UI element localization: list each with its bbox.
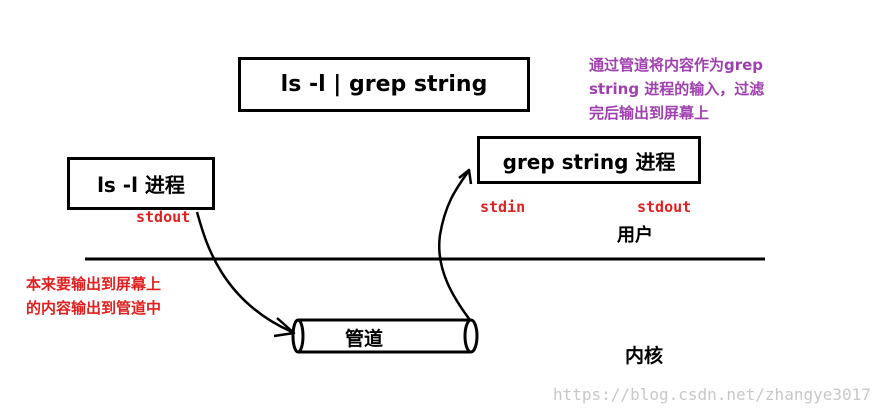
note-line: 本来要输出到屏幕上: [26, 275, 162, 293]
note-line: 通过管道将内容作为grep: [589, 56, 764, 74]
ls-stdout-label: stdout: [136, 208, 191, 226]
grep-process-box: grep string 进程: [477, 136, 701, 184]
stdout-redirect-note: 本来要输出到屏幕上 的内容输出到管道中: [26, 272, 161, 320]
grep-input-note: 通过管道将内容作为grep string 进程的输入，过滤 完后输出到屏幕上: [589, 53, 764, 125]
ls-process-box: ls -l 进程: [67, 157, 215, 210]
arrow-pipe-to-stdin: [437, 171, 472, 321]
grep-stdin-label: stdin: [480, 198, 526, 216]
command-box: ls -l | grep string: [238, 57, 530, 112]
note-line: 的内容输出到管道中: [26, 299, 162, 317]
user-space-label: 用户: [617, 225, 653, 246]
command-text: ls -l | grep string: [280, 72, 488, 97]
pipe-shape: [291, 318, 479, 354]
note-line: 完后输出到屏幕上: [589, 104, 710, 122]
watermark: https://blog.csdn.net/zhangye3017: [553, 385, 871, 404]
arrow-stdout-to-pipe: [195, 211, 293, 334]
kernel-space-label: 内核: [625, 345, 664, 367]
note-line: string 进程的输入，过滤: [589, 80, 765, 98]
pipe-label: 管道: [345, 328, 384, 350]
grep-stdout-label: stdout: [637, 198, 692, 216]
grep-process-text: grep string 进程: [502, 149, 676, 174]
ls-process-text: ls -l 进程: [97, 173, 185, 197]
